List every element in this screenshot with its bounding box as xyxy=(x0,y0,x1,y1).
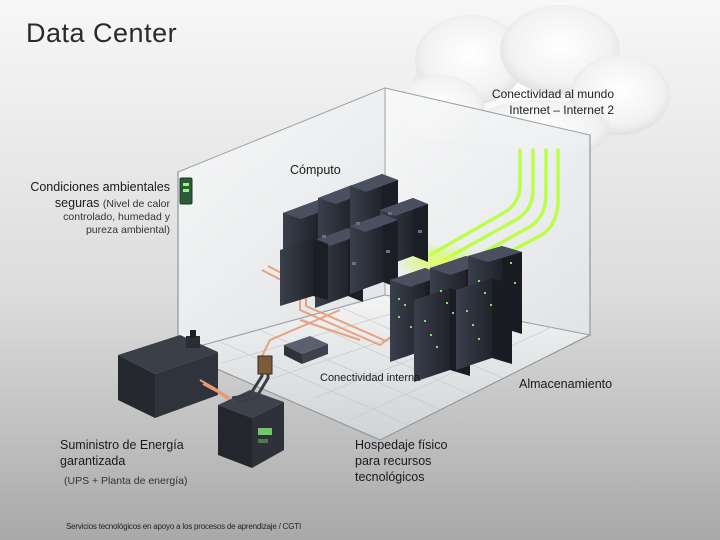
generator-icon xyxy=(118,330,233,418)
label-conectividad-interna: Conectividad interna xyxy=(320,372,421,384)
environment-sensor-icon xyxy=(179,177,193,205)
label-ambient-conditions: Condiciones ambientales seguras (Nivel d… xyxy=(30,180,170,236)
server-rack-icon xyxy=(280,238,328,306)
storage-cluster xyxy=(390,246,522,382)
storage-array-icon xyxy=(456,278,512,370)
power-feed xyxy=(231,355,273,404)
compute-server-cluster xyxy=(280,174,428,308)
footer-caption: Servicios tecnológicos en apoyo a los pr… xyxy=(66,522,301,531)
page-title: Data Center xyxy=(26,18,178,48)
label-computo: Cómputo xyxy=(290,163,341,177)
label-hosting: Hospedaje físico para recursos tecnológi… xyxy=(355,438,448,484)
label-energy-supply: Suministro de Energía garantizada (UPS +… xyxy=(60,438,188,487)
server-rack-icon xyxy=(350,214,398,294)
network-switch-icon xyxy=(284,336,328,364)
label-connectivity-world: Conectividad al mundo Internet – Interne… xyxy=(491,87,614,117)
label-almacenamiento: Almacenamiento xyxy=(519,377,613,391)
ups-icon xyxy=(218,390,284,468)
